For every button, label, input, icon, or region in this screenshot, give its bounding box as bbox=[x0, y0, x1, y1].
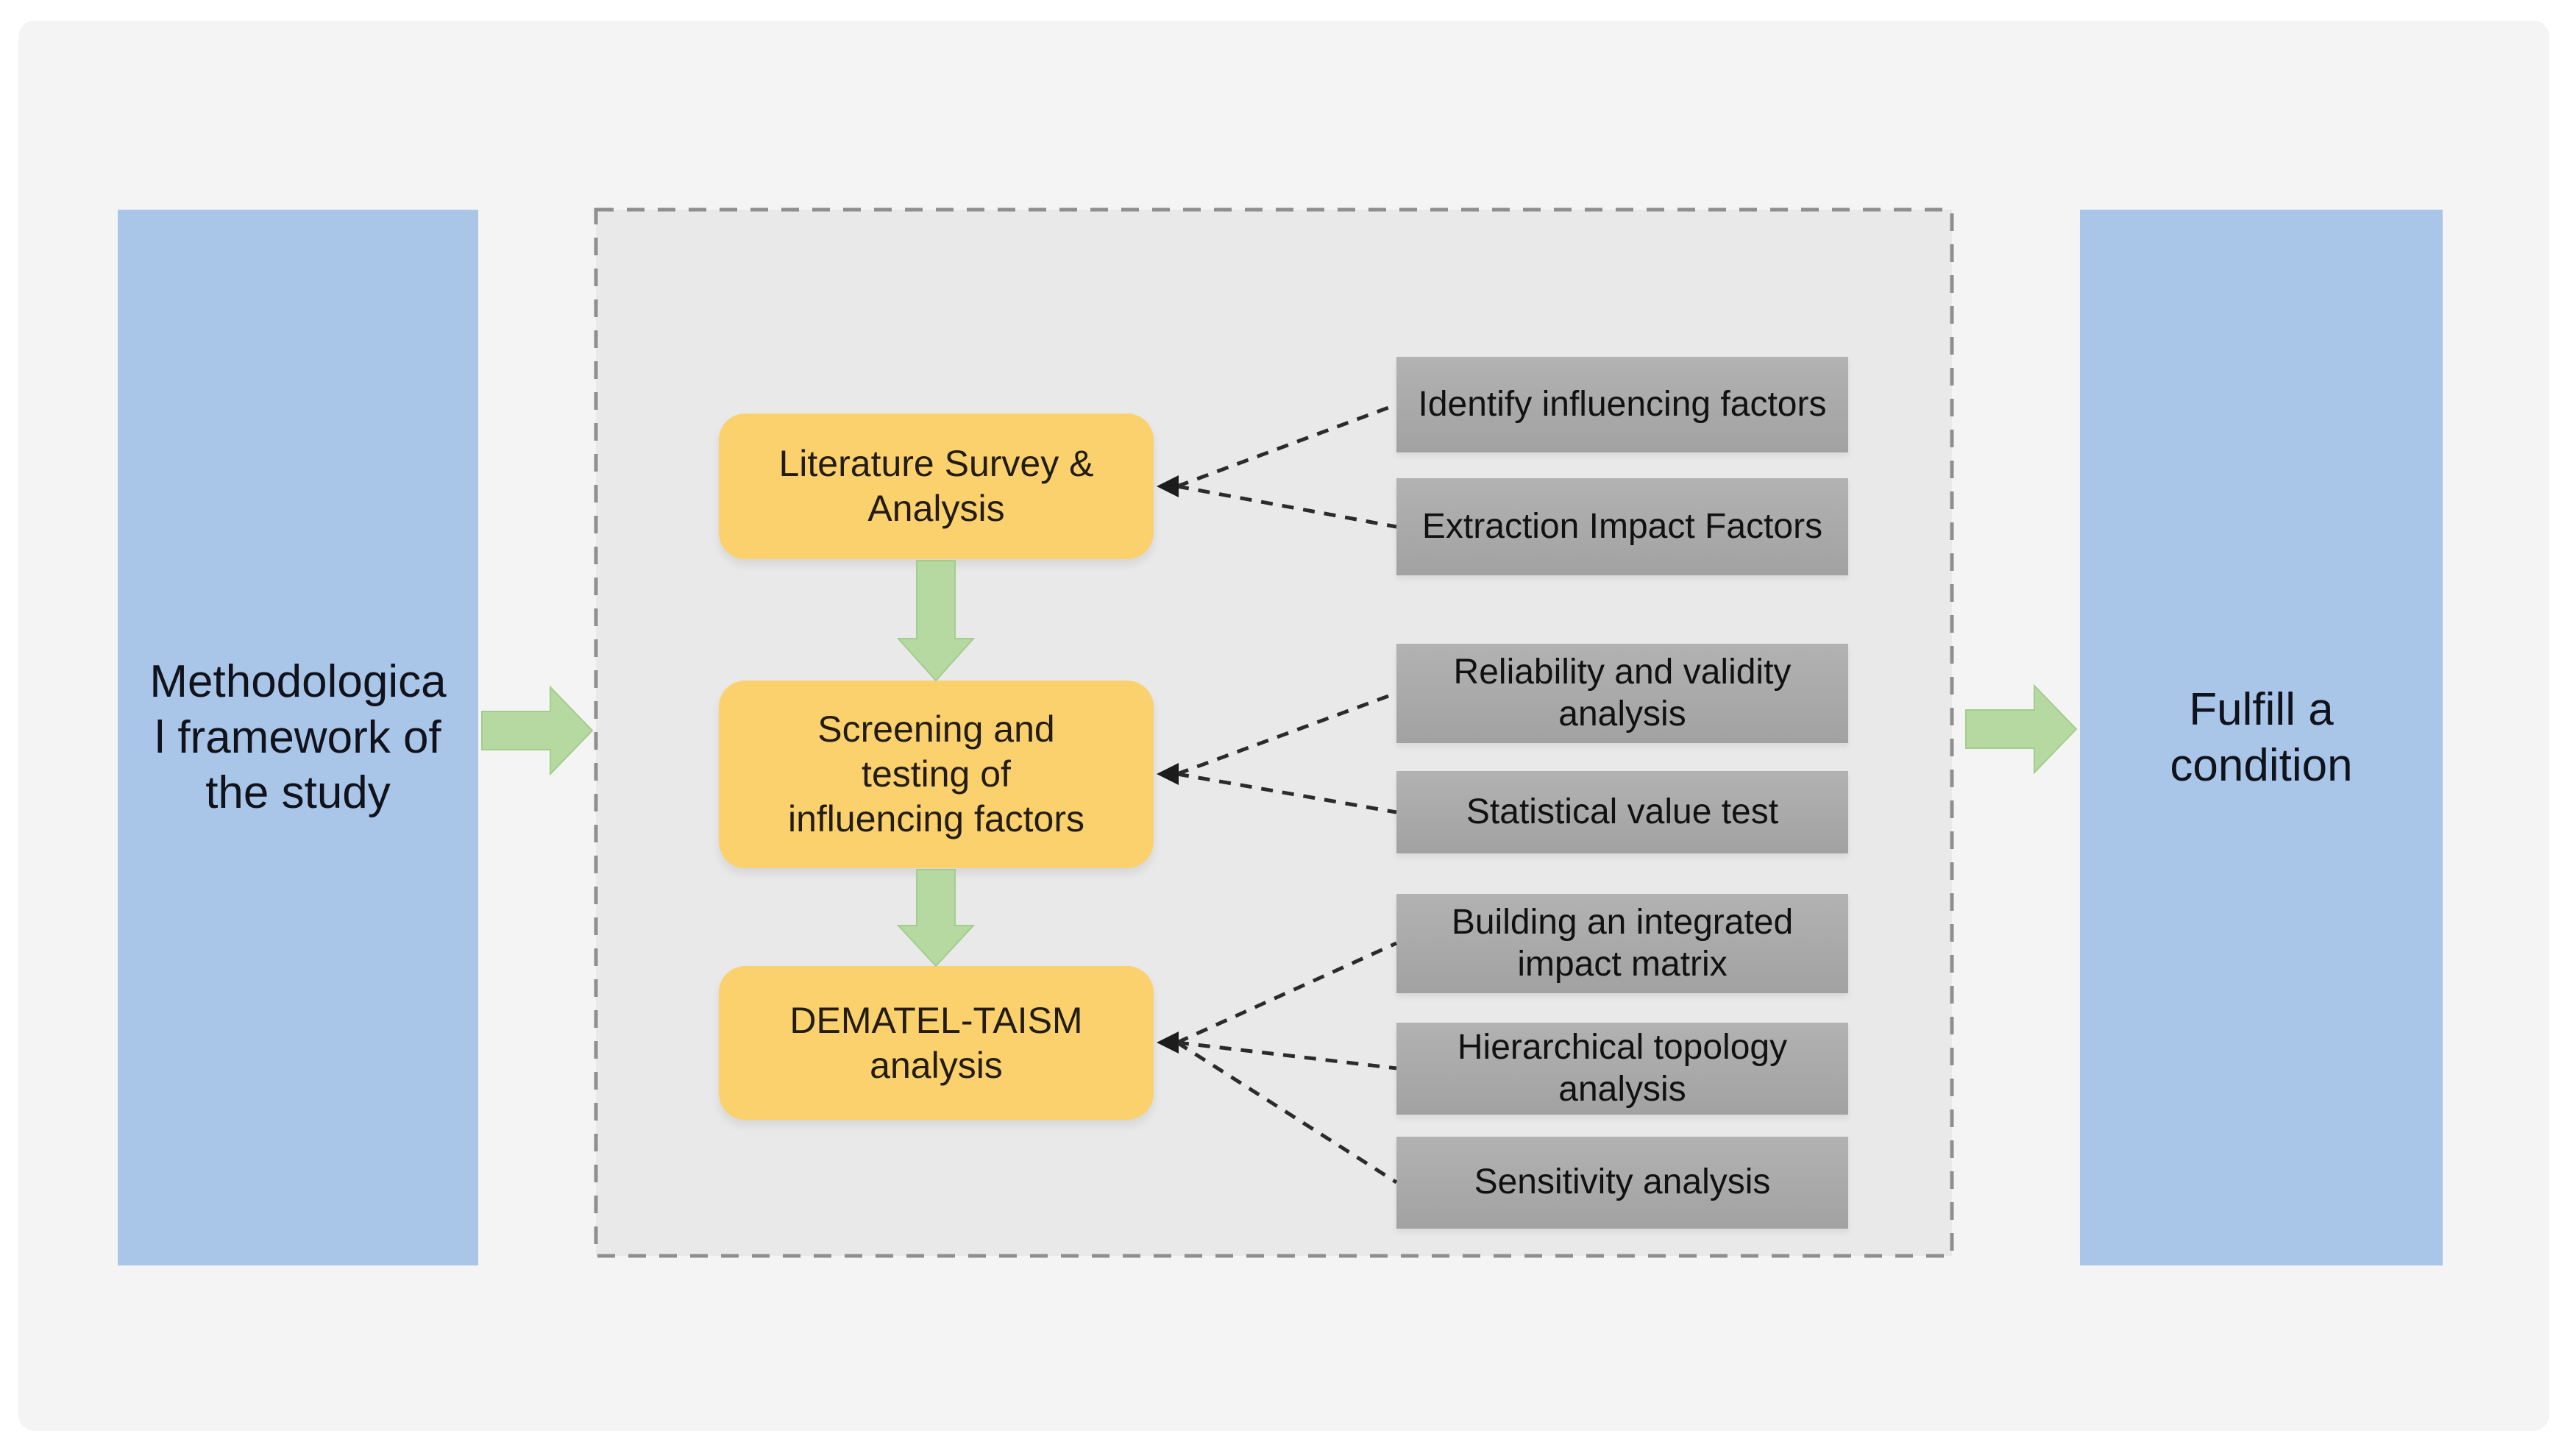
dematel-taism-box: DEMATEL-TAISM analysis bbox=[719, 966, 1154, 1120]
stage-label-line: Literature Survey & bbox=[778, 443, 1094, 484]
stage-label-line: analysis bbox=[870, 1044, 1003, 1086]
methodological-framework-box: Methodologica l framework of the study bbox=[118, 210, 478, 1265]
stage-label-line: DEMATEL-TAISM bbox=[789, 999, 1083, 1041]
output-box-sensitivity-analysis: Sensitivity analysis bbox=[1396, 1137, 1848, 1229]
methodological-framework-line: Methodologica bbox=[149, 656, 447, 708]
fulfill-condition-line: Fulfill a bbox=[2189, 683, 2334, 735]
output-box-extraction-impact-factors: Extraction Impact Factors bbox=[1396, 478, 1848, 575]
stage-label-line: testing of bbox=[862, 753, 1011, 795]
methodological-framework-line: l framework of bbox=[155, 711, 441, 763]
fulfill-condition-line: condition bbox=[2170, 739, 2353, 791]
output-box-hierarchical-topology-analysis: Hierarchical topology analysis bbox=[1396, 1023, 1848, 1115]
stage-label-line: influencing factors bbox=[787, 798, 1084, 839]
fulfill-condition-box: Fulfill a condition bbox=[2080, 210, 2443, 1265]
output-box-identify-influencing-factors: Identify influencing factors bbox=[1396, 357, 1848, 452]
methodological-framework-line: the study bbox=[205, 767, 391, 819]
output-box-building-integrated-impact-matrix: Building an integrated impact matrix bbox=[1396, 894, 1848, 993]
output-box-statistical-value-test: Statistical value test bbox=[1396, 771, 1848, 853]
screening-testing-box: Screening and testing of influencing fac… bbox=[719, 681, 1154, 868]
stage-label-line: Screening and bbox=[817, 709, 1055, 750]
literature-survey-box: Literature Survey & Analysis bbox=[719, 413, 1154, 559]
output-box-reliability-validity-analysis: Reliability and validity analysis bbox=[1396, 644, 1848, 743]
stage-label-line: Analysis bbox=[867, 488, 1005, 529]
